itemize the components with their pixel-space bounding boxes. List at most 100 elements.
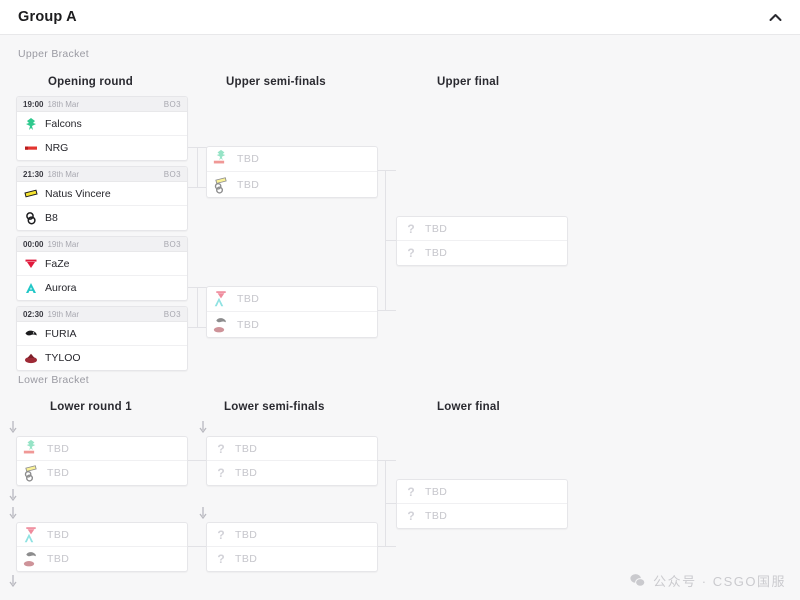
round-header-lower-round-1: Lower round 1 <box>50 401 132 413</box>
question-mark-icon: ? <box>407 221 415 236</box>
team-name: NRG <box>45 142 69 154</box>
team-name: TBD <box>235 442 258 455</box>
team-row[interactable]: TBD <box>207 147 377 172</box>
team-name: Falcons <box>45 117 82 130</box>
match-card[interactable]: TBD TBD <box>206 286 378 338</box>
connector <box>197 287 198 328</box>
match-time: 19:00 <box>23 99 44 109</box>
team-row[interactable]: ? TBD <box>397 241 567 265</box>
stacked-placeholder-logo <box>214 176 230 194</box>
team-row[interactable]: ? TBD <box>207 461 377 485</box>
match-card[interactable]: ? TBD ? TBD <box>206 522 378 572</box>
team-name: Aurora <box>45 282 77 294</box>
team-name: TBD <box>237 318 260 331</box>
match-time: 00:00 <box>23 239 44 249</box>
match-card[interactable]: ? TBD ? TBD <box>206 436 378 486</box>
team-name: TBD <box>425 247 448 259</box>
aurora-logo <box>24 281 38 295</box>
page-title: Group A <box>18 9 77 25</box>
team-row[interactable]: B8 <box>17 206 187 230</box>
match-meta: 02:30 19th Mar BO3 <box>17 307 187 322</box>
connector <box>197 147 198 188</box>
question-mark-icon: ? <box>407 246 415 260</box>
match-format: BO3 <box>163 239 181 249</box>
team-name: TBD <box>47 442 70 455</box>
stacked-placeholder-logo <box>213 149 230 168</box>
team-row[interactable]: TBD <box>207 312 377 337</box>
question-mark-icon: ? <box>217 466 225 480</box>
match-card[interactable]: ? TBD ? TBD <box>396 216 568 266</box>
match-card[interactable]: 21:30 18th Mar BO3 Natus Vincere B8 <box>16 166 188 231</box>
stacked-placeholder-logo <box>23 550 40 568</box>
team-row[interactable]: TBD <box>207 172 377 197</box>
team-row[interactable]: ? TBD <box>207 523 377 547</box>
question-mark-icon: ? <box>217 441 225 456</box>
team-row[interactable]: FaZe <box>17 252 187 276</box>
team-row[interactable]: TYLOO <box>17 346 187 370</box>
match-card[interactable]: TBD TBD <box>16 436 188 486</box>
watermark-text: 公众号 · CSGO国服 <box>653 574 786 589</box>
round-header-upper-semis: Upper semi-finals <box>226 76 326 88</box>
feed-in-arrow-icon <box>8 420 17 433</box>
round-header-opening: Opening round <box>48 76 134 88</box>
team-row[interactable]: ? TBD <box>397 504 567 528</box>
team-name: TBD <box>235 467 258 479</box>
team-row[interactable]: TBD <box>17 437 187 461</box>
feed-in-arrow-icon <box>198 420 207 433</box>
team-row[interactable]: TBD <box>17 547 187 571</box>
team-name: B8 <box>45 212 58 224</box>
question-mark-icon: ? <box>407 509 415 523</box>
connector <box>385 503 398 504</box>
match-card[interactable]: TBD TBD <box>206 146 378 198</box>
match-card[interactable]: TBD TBD <box>16 522 188 572</box>
stacked-placeholder-logo <box>214 290 230 308</box>
connector <box>186 546 208 547</box>
navi-logo <box>24 187 38 201</box>
team-name: TBD <box>237 153 260 165</box>
b8-logo <box>24 211 38 225</box>
team-row[interactable]: TBD <box>207 287 377 312</box>
chevron-up-icon[interactable] <box>768 10 782 24</box>
furia-logo <box>24 327 38 341</box>
team-row[interactable]: Falcons <box>17 112 187 136</box>
match-card[interactable]: 02:30 19th Mar BO3 FURIA TYLOO <box>16 306 188 371</box>
match-meta: 21:30 18th Mar BO3 <box>17 167 187 182</box>
team-name: TBD <box>235 528 258 541</box>
feed-in-arrow-icon <box>198 506 207 519</box>
lower-bracket-label: Lower Bracket <box>18 374 90 386</box>
team-row[interactable]: TBD <box>17 523 187 547</box>
match-time: 02:30 <box>23 309 44 319</box>
team-name: TBD <box>425 510 448 522</box>
team-name: TBD <box>235 553 258 565</box>
round-header-lower-semis: Lower semi-finals <box>224 401 325 413</box>
question-mark-icon: ? <box>217 552 225 566</box>
team-row[interactable]: Natus Vincere <box>17 182 187 206</box>
team-row[interactable]: TBD <box>17 461 187 485</box>
match-card[interactable]: 19:00 18th Mar BO3 Falcons NRG <box>16 96 188 161</box>
group-header[interactable]: Group A <box>0 0 800 35</box>
match-date: 18th Mar <box>47 169 80 179</box>
stacked-placeholder-logo <box>23 439 40 458</box>
team-name: TBD <box>425 222 448 235</box>
team-name: FaZe <box>45 257 70 270</box>
team-row[interactable]: ? TBD <box>207 547 377 571</box>
match-card[interactable]: ? TBD ? TBD <box>396 479 568 529</box>
match-date: 18th Mar <box>47 99 80 109</box>
team-row[interactable]: ? TBD <box>397 217 567 241</box>
match-meta: 00:00 19th Mar BO3 <box>17 237 187 252</box>
match-time: 21:30 <box>23 169 44 179</box>
match-format: BO3 <box>163 99 181 109</box>
team-row[interactable]: ? TBD <box>207 437 377 461</box>
team-row[interactable]: FURIA <box>17 322 187 346</box>
match-card[interactable]: 00:00 19th Mar BO3 FaZe Aurora <box>16 236 188 301</box>
feed-in-arrow-icon <box>8 506 17 519</box>
team-row[interactable]: NRG <box>17 136 187 160</box>
team-row[interactable]: ? TBD <box>397 480 567 504</box>
feed-in-arrow-icon <box>8 574 17 587</box>
team-name: TBD <box>237 178 260 191</box>
wechat-icon <box>629 572 646 589</box>
watermark: 公众号 · CSGO国服 <box>629 571 786 590</box>
team-row[interactable]: Aurora <box>17 276 187 300</box>
stacked-placeholder-logo <box>213 316 230 334</box>
